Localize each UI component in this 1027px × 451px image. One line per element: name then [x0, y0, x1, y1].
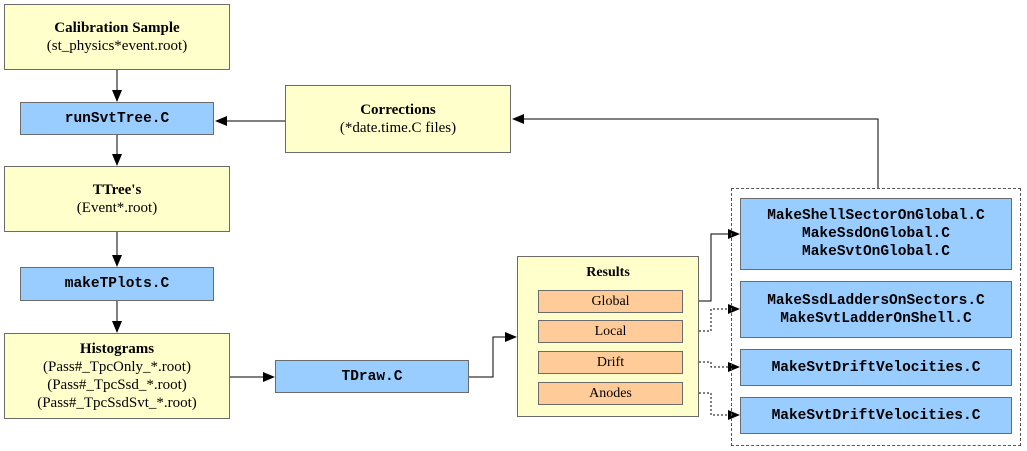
global-macro-3: MakeSvtOnGlobal.C	[802, 244, 950, 260]
result-item-anodes: Anodes	[538, 382, 683, 405]
histograms-line-1: (Pass#_TpcOnly_*.root)	[43, 359, 191, 375]
ttrees-subtitle: (Event*.root)	[76, 200, 158, 216]
result-item-drift: Drift	[538, 351, 683, 374]
ttrees-box: TTree's (Event*.root)	[4, 166, 230, 232]
arrow-tdraw-to-results	[469, 332, 517, 378]
drift-macro-box: MakeSvtDriftVelocities.C	[740, 349, 1012, 386]
histograms-line-3: (Pass#_TpcSsdSvt_*.root)	[37, 395, 197, 411]
result-item-global: Global	[538, 290, 683, 313]
macro-group	[731, 188, 1021, 446]
calibration-sample-subtitle: (st_physics*event.root)	[46, 38, 188, 54]
result-item-local: Local	[538, 320, 683, 343]
local-macros-box: MakeSsdLaddersOnSectors.C MakeSvtLadderO…	[740, 281, 1012, 338]
global-macros-box: MakeShellSectorOnGlobal.C MakeSsdOnGloba…	[740, 198, 1012, 270]
result-item-global-label: Global	[591, 293, 630, 309]
local-macro-2: MakeSvtLadderOnShell.C	[780, 310, 972, 327]
make-tplots-label: makeTPlots.C	[64, 276, 170, 292]
histograms-title: Histograms	[79, 341, 155, 357]
tdraw-label: TDraw.C	[341, 368, 403, 385]
result-item-drift-label: Drift	[596, 354, 625, 370]
corrections-subtitle: (*date.time.C files)	[339, 120, 457, 136]
calibration-sample-title: Calibration Sample	[54, 20, 180, 36]
make-tplots-box: makeTPlots.C	[20, 267, 214, 301]
corrections-box: Corrections (*date.time.C files)	[285, 85, 511, 153]
ttrees-title: TTree's	[92, 182, 142, 198]
run-svt-tree-label: runSvtTree.C	[64, 110, 170, 127]
drift-macro-1: MakeSvtDriftVelocities.C	[771, 359, 981, 376]
corrections-title: Corrections	[360, 102, 436, 118]
tdraw-box: TDraw.C	[275, 360, 469, 393]
local-macro-1: MakeSsdLaddersOnSectors.C	[767, 292, 985, 309]
anodes-macro-box: MakeSvtDriftVelocities.C	[740, 397, 1012, 434]
results-title: Results	[586, 265, 630, 280]
global-macro-1: MakeShellSectorOnGlobal.C	[767, 208, 985, 224]
result-item-anodes-label: Anodes	[589, 385, 632, 401]
calibration-sample-box: Calibration Sample (st_physics*event.roo…	[4, 4, 230, 70]
histograms-line-2: (Pass#_TpcSsd_*.root)	[47, 377, 187, 393]
global-macro-2: MakeSsdOnGlobal.C	[802, 226, 950, 242]
run-svt-tree-box: runSvtTree.C	[20, 102, 214, 135]
anodes-macro-1: MakeSvtDriftVelocities.C	[771, 407, 981, 424]
arrow-macros-to-corrections	[512, 114, 879, 188]
histograms-box: Histograms (Pass#_TpcOnly_*.root) (Pass#…	[4, 333, 230, 419]
result-item-local-label: Local	[594, 323, 627, 339]
